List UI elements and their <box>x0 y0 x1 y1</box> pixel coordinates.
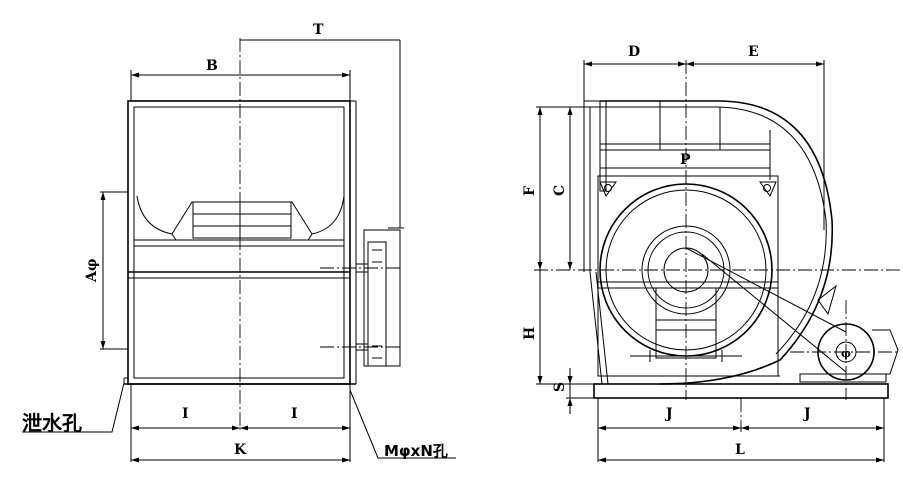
side-view: T B Aφ I I K 泄水孔 MφxN孔 <box>22 22 456 463</box>
dim-I-left: I <box>182 406 189 422</box>
label-drain-hole: 泄水孔 <box>22 411 82 435</box>
dim-S: S <box>552 382 568 392</box>
side-casing-outer <box>127 100 351 385</box>
label-bolt-holes: MφxN孔 <box>384 442 448 460</box>
dim-F: F <box>522 186 538 196</box>
dim-P: P <box>680 152 691 168</box>
front-view: φ D E P F C <box>522 44 900 463</box>
side-casing-inner <box>133 106 345 379</box>
dim-I-right: I <box>291 406 298 422</box>
dim-C: C <box>552 185 568 196</box>
dim-D: D <box>628 44 640 60</box>
dim-E: E <box>748 44 759 60</box>
dim-J-right: J <box>802 406 811 422</box>
dim-A-phi: Aφ <box>84 258 100 283</box>
dim-J-left: J <box>664 406 673 422</box>
dim-L: L <box>735 442 745 458</box>
dim-T: T <box>313 22 324 38</box>
dim-K: K <box>234 442 247 458</box>
dim-B: B <box>206 58 218 74</box>
dim-H: H <box>522 327 538 340</box>
front-base <box>593 383 889 399</box>
